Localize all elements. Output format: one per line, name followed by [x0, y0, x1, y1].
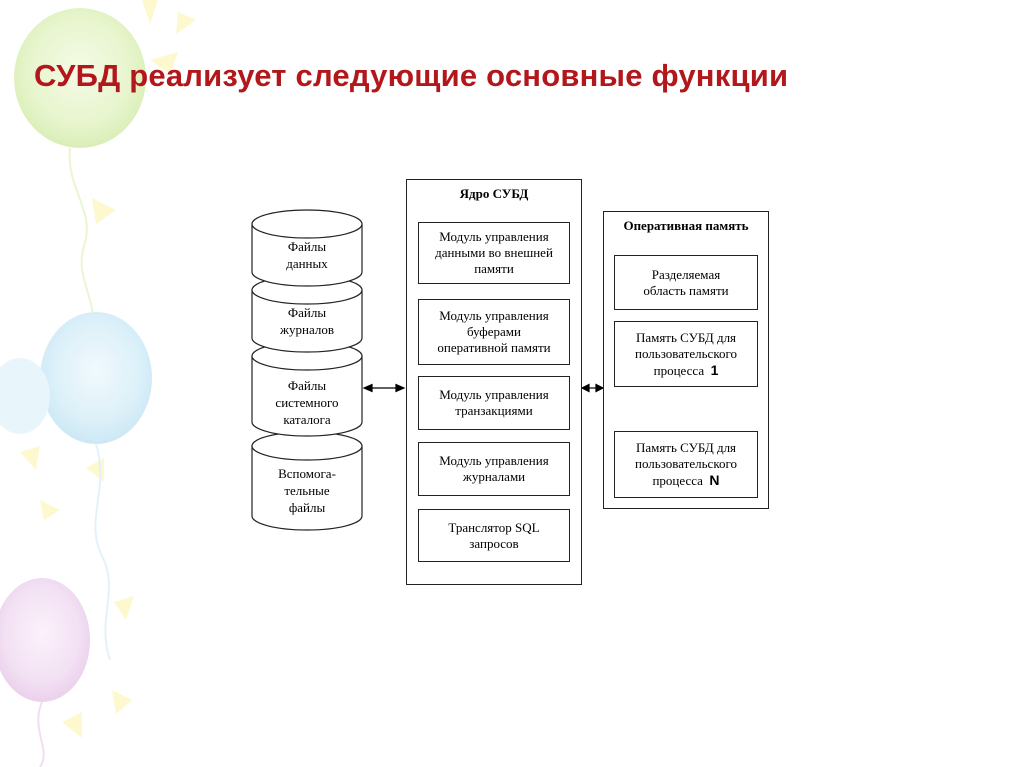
ram-title: Оперативная память — [623, 218, 749, 233]
slide-title: СУБД реализует следующие основные функци… — [34, 58, 789, 93]
cylinder-auxiliary-files — [251, 431, 363, 531]
user-process-memory-n: Память СУБД для пользовательского процес… — [614, 431, 758, 498]
process-number-n: N — [709, 472, 720, 488]
user-process-memory-1: Память СУБД для пользовательского процес… — [614, 321, 758, 387]
cylinder-data-files — [251, 209, 363, 287]
connection-arrows — [362, 383, 605, 393]
process-number-1: 1 — [710, 361, 719, 378]
kernel-title: Ядро СУБД — [459, 186, 529, 201]
